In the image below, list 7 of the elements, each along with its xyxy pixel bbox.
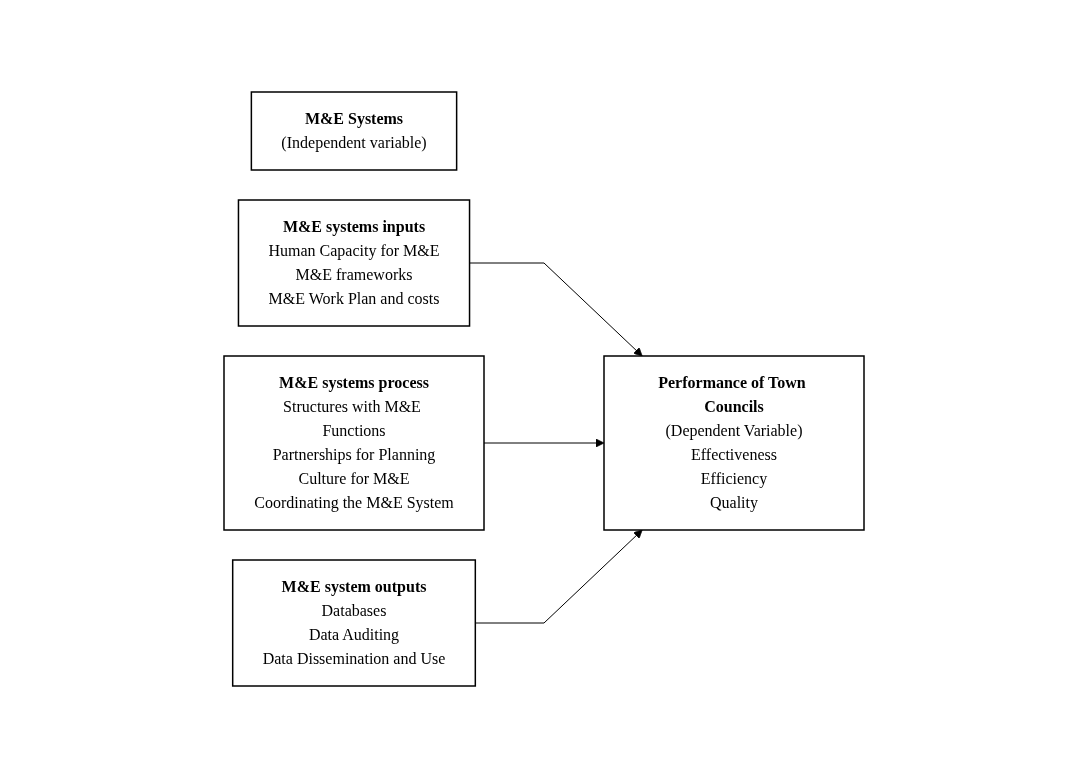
arrow: [483, 438, 604, 448]
node-box: M&E system outputs Databases Data Auditing Data Dissemination and Use: [231, 559, 476, 687]
node-box: M&E systems process Structures with M&E Functions Partnerships for Planning Culture for M&E Coordinating the M&E System: [222, 355, 485, 531]
node-box: M&E systems inputs Human Capacity for M&E M&E frameworks M&E Work Plan and costs: [237, 199, 470, 327]
arrow: [474, 529, 643, 624]
node-box: M&E Systems (Independent variable): [250, 91, 457, 171]
node-box: Performance of Town Councils (Dependent Variable) Effectiveness Efficiency Quality: [602, 355, 865, 531]
